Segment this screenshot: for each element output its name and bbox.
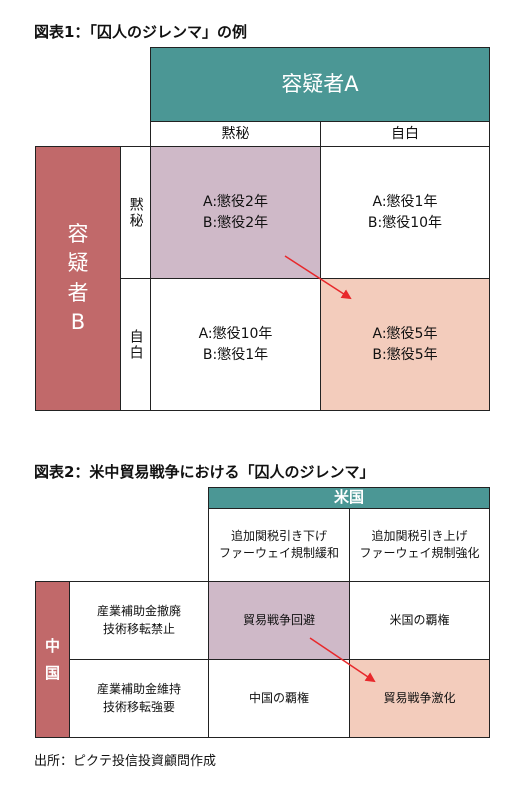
fig1-col-header-silent: 黙秘 xyxy=(150,121,321,147)
fig2-cell-defect-defect: 貿易戦争激化 xyxy=(349,659,490,738)
fig1-col-group-header: 容疑者A xyxy=(150,47,490,122)
fig2-col-group-header: 米国 xyxy=(208,487,490,509)
fig1-col-header-confess: 自白 xyxy=(320,121,490,147)
fig2-row-header-cooperate: 産業補助金撤廃 技術移転禁止 xyxy=(69,581,209,660)
figure2-title: 図表2：米中貿易戦争における「囚人のジレンマ」 xyxy=(34,463,375,481)
fig1-row-group-header: 容疑者B xyxy=(67,221,89,334)
fig2-cell-cooperate-cooperate: 貿易戦争回避 xyxy=(208,581,350,660)
fig1-row-header-silent: 黙秘 xyxy=(127,196,144,229)
fig2-row-group-header: 中国 xyxy=(44,636,60,682)
fig2-row-header-defect: 産業補助金維持 技術移転強要 xyxy=(69,659,209,738)
fig2-col-header-defect: 追加関税引き上げ ファーウェイ規制強化 xyxy=(349,508,490,582)
fig1-row-header-confess: 自白 xyxy=(127,328,144,361)
fig1-cell-confess-silent: A:懲役10年 B:懲役1年 xyxy=(150,278,321,411)
figure1-title: 図表1：「囚人のジレンマ」の例 xyxy=(34,23,247,41)
fig1-cell-confess-confess: A:懲役5年 B:懲役5年 xyxy=(320,278,490,411)
fig1-cell-silent-silent: A:懲役2年 B:懲役2年 xyxy=(150,146,321,279)
fig2-col-header-cooperate: 追加関税引き下げ ファーウェイ規制緩和 xyxy=(208,508,350,582)
fig1-cell-silent-confess: A:懲役1年 B:懲役10年 xyxy=(320,146,490,279)
source-note: 出所：ピクテ投信投資顧問作成 xyxy=(34,754,217,769)
fig2-cell-cooperate-defect: 米国の覇権 xyxy=(349,581,490,660)
fig2-cell-defect-cooperate: 中国の覇権 xyxy=(208,659,350,738)
